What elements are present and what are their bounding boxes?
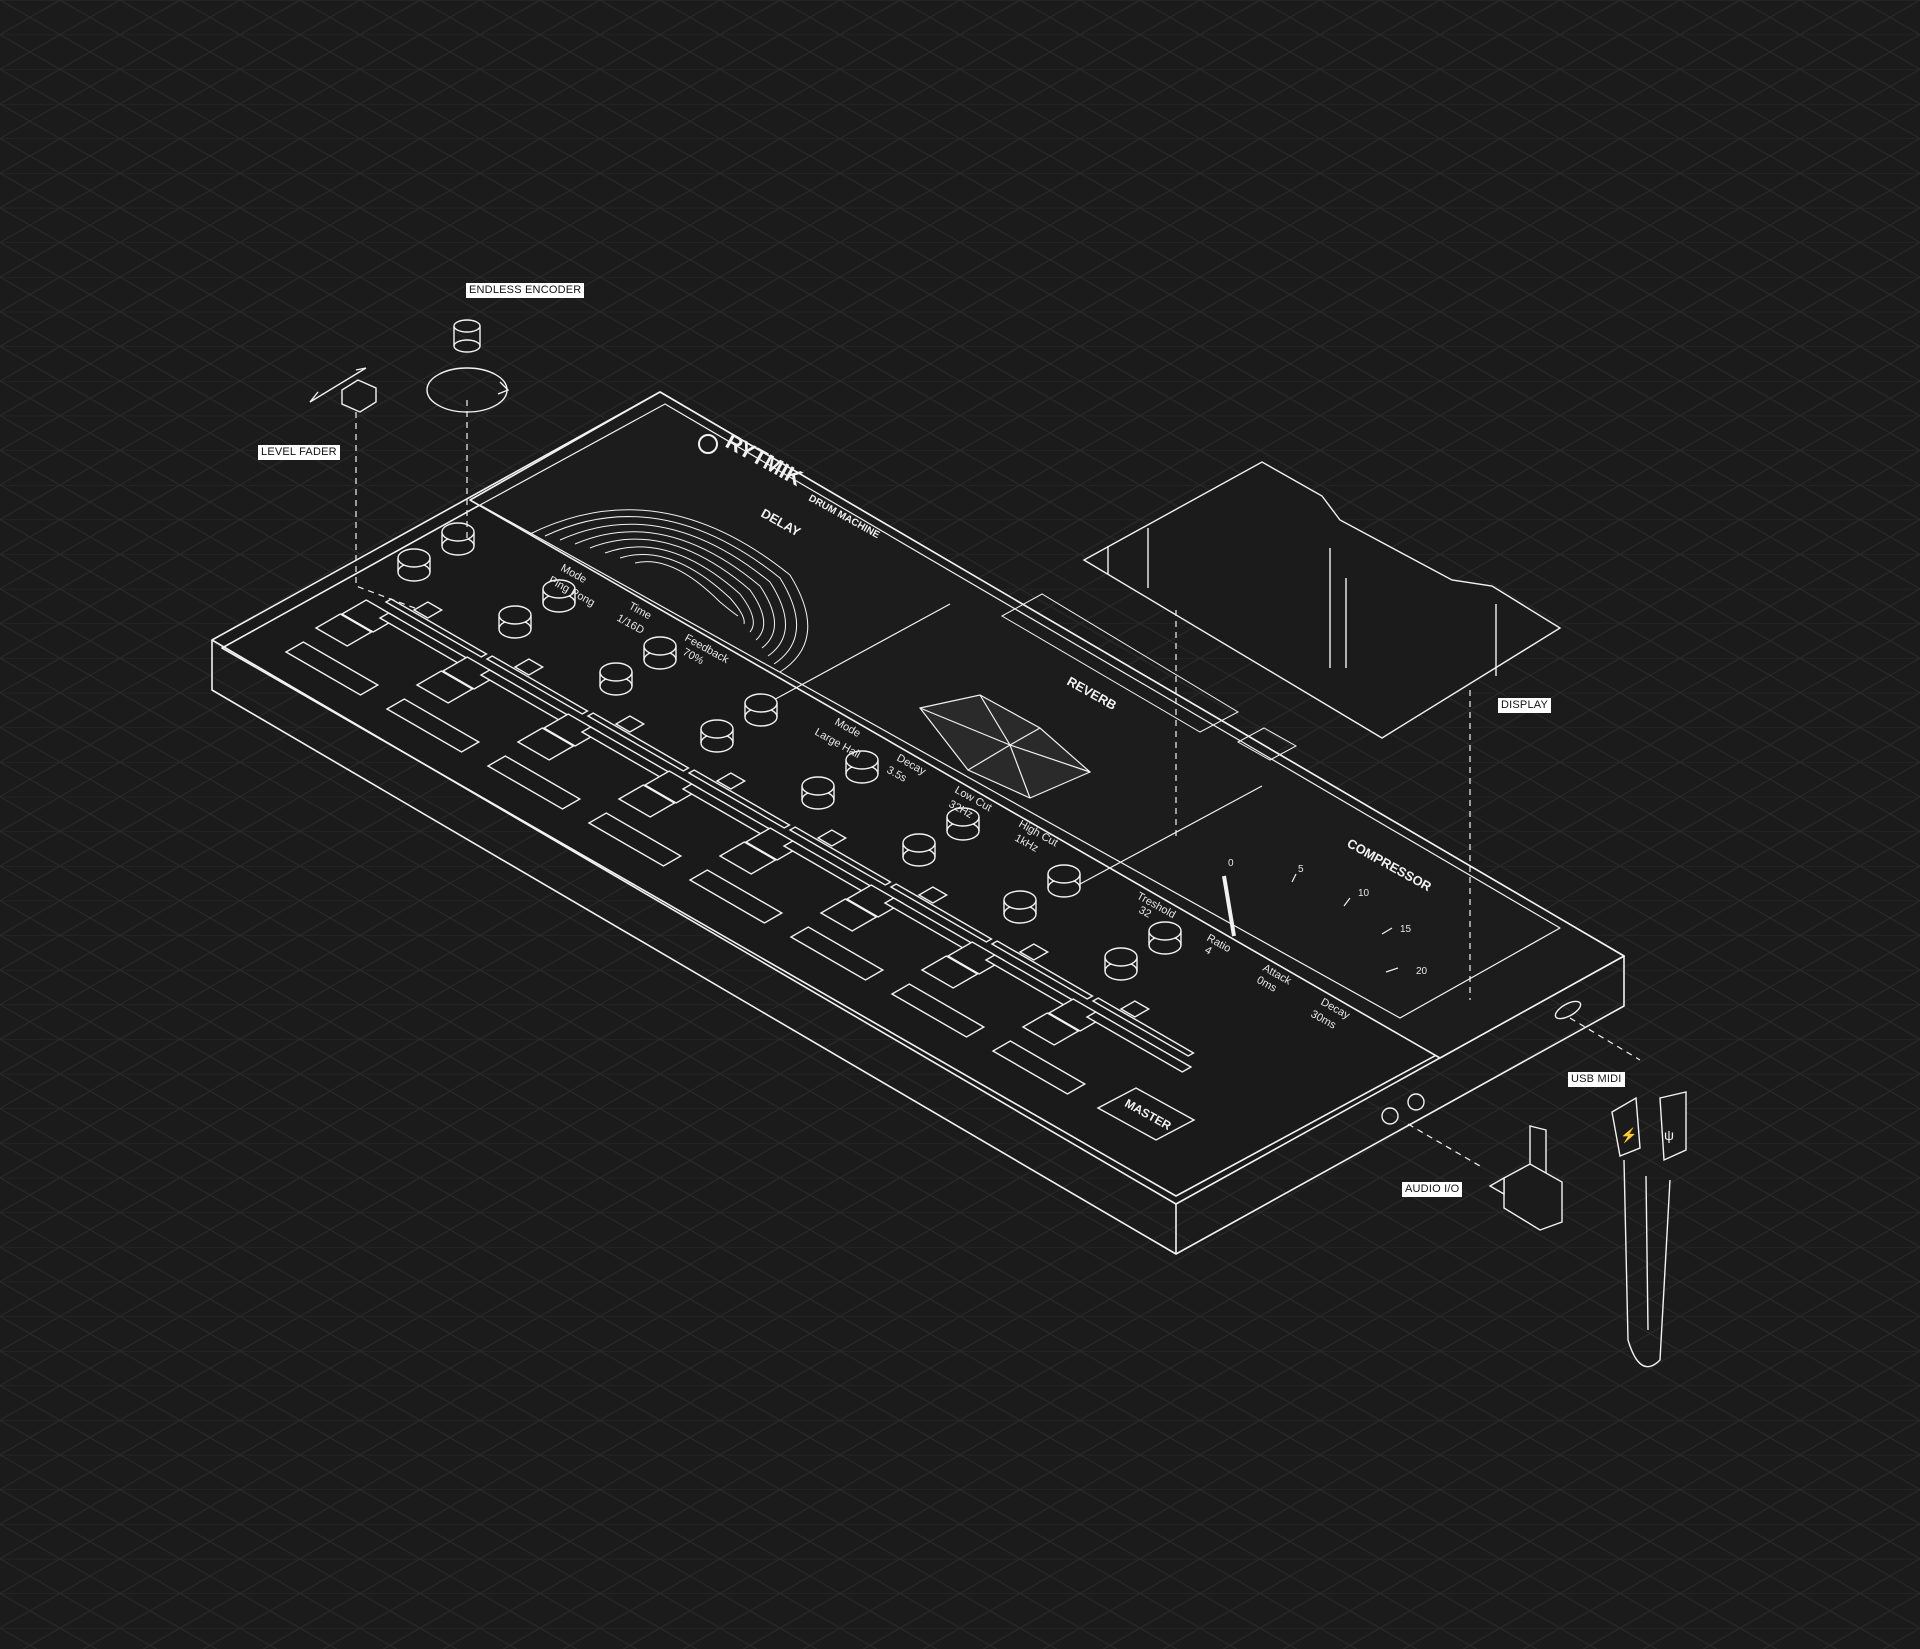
track-button[interactable] [587,812,683,867]
fader-track [788,826,892,886]
fader-cap[interactable] [1119,1000,1151,1018]
compressor-needle [1222,875,1236,937]
encoder-knob[interactable] [902,833,936,853]
compressor-scale-4: 20 [1416,966,1428,977]
encoder-knob[interactable] [643,636,677,656]
callout-audio-io: AUDIO I/O [1402,1182,1463,1197]
encoder-knob[interactable] [1104,947,1138,967]
fader-cap[interactable] [513,658,545,676]
encoder-knob[interactable] [599,662,633,682]
fader-cap[interactable] [715,772,747,790]
track-button[interactable] [991,1040,1087,1095]
fader-cap[interactable] [917,886,949,904]
side-ports [1381,1000,1582,1125]
track-button[interactable] [284,641,380,696]
usb-port [1554,1000,1582,1020]
track-button[interactable] [688,869,784,924]
audio-jack-1 [1381,1107,1399,1125]
compressor-scale-1: 5 [1298,864,1304,875]
compressor-param-1-value: 4 [1203,944,1214,957]
track-button[interactable] [486,755,582,810]
compressor-scale-3: 15 [1400,924,1412,935]
pad-button[interactable] [819,898,878,932]
fader-track [687,769,791,829]
fader-track [990,940,1094,1000]
encoder-knob[interactable] [542,579,576,599]
encoder-knob[interactable] [700,719,734,739]
encoder-knob[interactable] [1148,921,1182,941]
track-button[interactable] [789,926,885,981]
compressor-param-0-value: 32 [1137,904,1154,920]
track-button[interactable] [385,698,481,753]
callout-endless-encoder: ENDLESS ENCODER [466,283,585,298]
audio-plug [1488,1125,1563,1231]
encoder-knob[interactable] [801,776,835,796]
usb-cable: ⚡ ψ [1611,1091,1687,1368]
fader-cap[interactable] [614,715,646,733]
callout-usb-midi: USB MIDI [1568,1072,1625,1087]
channel-strips [284,522,1195,1095]
level-meter [1085,1011,1193,1073]
fader-track [1091,997,1195,1057]
delay-rings [529,509,809,673]
encoder-knob[interactable] [1003,890,1037,910]
encoder-knob[interactable] [498,605,532,625]
track-button[interactable] [890,983,986,1038]
encoder-knob[interactable] [946,807,980,827]
compressor-scale-2: 10 [1358,888,1370,899]
fader-cap[interactable] [1018,943,1050,961]
encoder-knob[interactable] [744,693,778,713]
leader-lines [355,400,1641,1167]
callout-display: DISPLAY [1498,698,1552,713]
lightning-icon: ⚡ [1620,1127,1637,1144]
display-screens [529,509,1399,973]
compressor-scale-0: 0 [1228,858,1234,869]
encoder-knob[interactable] [397,548,431,568]
fader-track [485,655,589,715]
fader-cap[interactable] [412,601,444,619]
audio-jack-2 [1407,1093,1425,1111]
pad-button[interactable] [617,784,676,818]
encoder-knob[interactable] [1047,864,1081,884]
level-fader-exploded [309,367,377,413]
pad-button[interactable] [415,670,474,704]
pad-button[interactable] [314,613,373,647]
pad-button[interactable] [920,955,979,989]
pad-button[interactable] [1021,1012,1080,1046]
usb-icon: ψ [1664,1127,1674,1143]
fader-cap[interactable] [816,829,848,847]
reverb-crystal [918,694,1092,799]
fader-track [586,712,690,772]
encoder-knob[interactable] [845,750,879,770]
pad-button[interactable] [516,727,575,761]
fader-track [889,883,993,943]
encoder-knob[interactable] [441,522,475,542]
fader-track [384,598,488,658]
display-glass-exploded [1082,461,1562,739]
callout-level-fader: LEVEL FADER [258,445,340,460]
pad-button[interactable] [718,841,777,875]
